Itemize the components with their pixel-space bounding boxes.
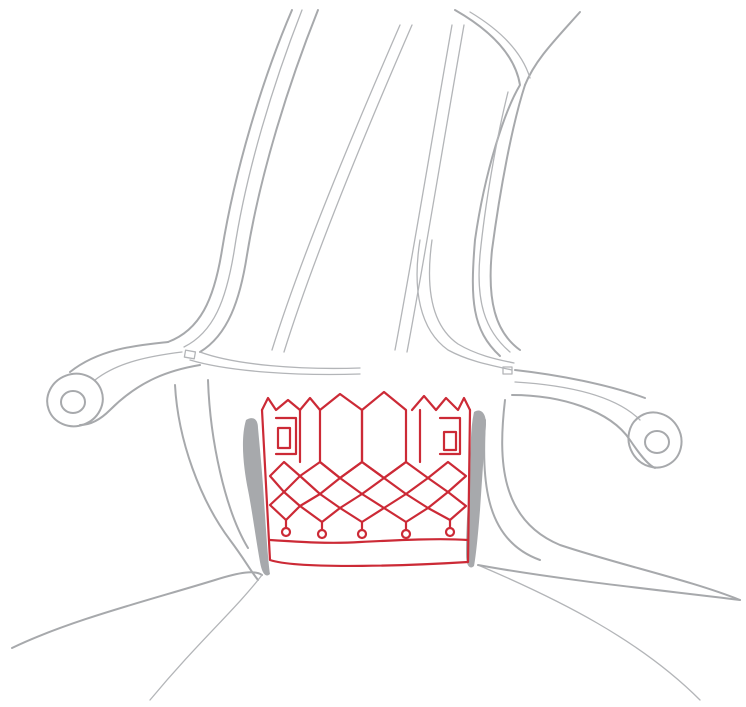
aortic-arch: [168, 10, 580, 374]
right-coronary-artery: [484, 370, 740, 600]
ventricle-outline: [12, 565, 740, 700]
left-coronary-artery: [40, 342, 258, 580]
valve-stent-frame: [262, 392, 470, 566]
